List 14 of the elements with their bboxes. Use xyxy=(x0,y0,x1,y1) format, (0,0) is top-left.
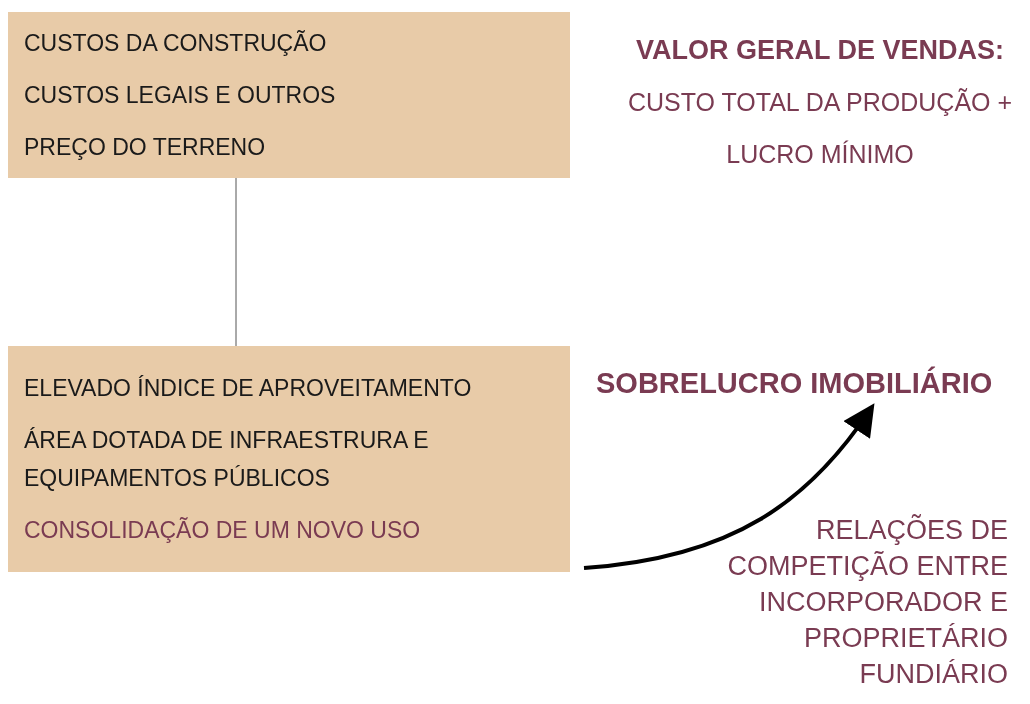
result-label: SOBRELUCRO IMOBILIÁRIO xyxy=(596,365,993,401)
box-text: CUSTOS DA CONSTRUÇÃO xyxy=(24,29,328,58)
box-text: ELEVADO ÍNDICE DE APROVEITAMENTO xyxy=(24,374,473,403)
curved-arrow xyxy=(583,403,875,570)
connector-line xyxy=(235,177,237,347)
formula-text: CUSTO TOTAL DA PRODUÇÃO + LUCRO MÍNIMO xyxy=(626,87,1014,170)
box-text: CONSOLIDAÇÃO DE UM NOVO USO xyxy=(24,516,422,545)
box-text: PREÇO DO TERRENO xyxy=(24,133,267,162)
heading: VALOR GERAL DE VENDAS: xyxy=(635,34,1004,67)
info-box xyxy=(8,346,570,572)
box-text: ÁREA DOTADA DE INFRAESTRURA E EQUIPAMENTOS PÚBLICOS xyxy=(24,426,430,493)
box-text: CUSTOS LEGAIS E OUTROS xyxy=(24,81,337,110)
note-text: RELAÇÕES DE COMPETIÇÃO ENTRE INCORPORADOR E PROPRIETÁRIO FUNDIÁRIO xyxy=(726,513,1008,691)
info-box xyxy=(8,12,570,178)
